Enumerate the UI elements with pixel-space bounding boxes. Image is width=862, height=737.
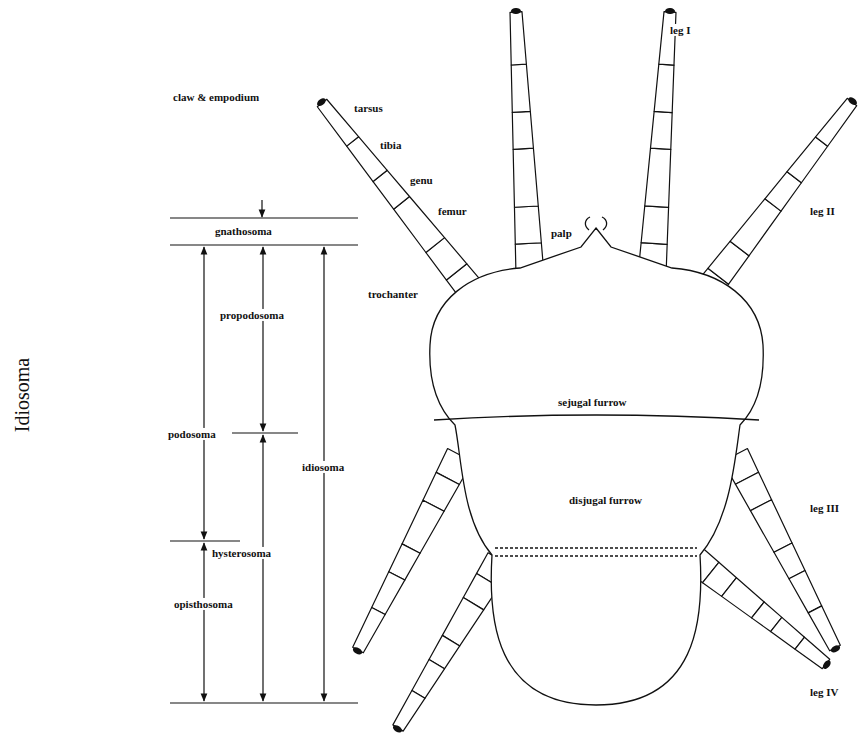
leg-label: leg I: [668, 24, 692, 36]
palp-right: [602, 217, 607, 230]
leg-label: leg IV: [808, 686, 840, 698]
leg-segment: [372, 572, 405, 615]
leg-segment: [393, 690, 425, 731]
leg-segment: [513, 148, 538, 207]
leg-segment: [645, 148, 671, 207]
segment-label: tarsus: [352, 102, 385, 114]
sejugal-furrow-line: [434, 415, 759, 420]
leg-segment: [750, 500, 792, 553]
segment-label: genu: [408, 174, 435, 186]
leg-segment: [730, 199, 781, 256]
claw: [847, 96, 859, 107]
leg-segment: [512, 111, 533, 149]
leg-segment: [402, 500, 444, 553]
region-label: hysterosoma: [210, 547, 273, 559]
body-outline: [430, 228, 763, 705]
region-label: propodosoma: [218, 309, 286, 321]
leg-segment: [789, 571, 822, 613]
part-label: claw & empodium: [171, 91, 261, 103]
leg-segment: [641, 206, 668, 245]
claw: [392, 724, 404, 734]
leg-segment: [651, 111, 673, 149]
leg-segment: [787, 137, 828, 183]
leg-segment: [654, 64, 674, 112]
dimension-lines: [170, 200, 358, 703]
leg-segment: [816, 98, 857, 146]
claw: [830, 644, 842, 654]
section-title: Idiosoma: [11, 356, 33, 434]
mite-body: [430, 217, 763, 705]
claw: [352, 646, 364, 656]
leg-segment: [511, 64, 530, 112]
region-label: gnathosoma: [213, 225, 274, 237]
segment-label: femur: [436, 205, 469, 217]
leg-segment: [353, 607, 385, 652]
region-label: podosoma: [166, 428, 218, 440]
leg-segment: [659, 12, 676, 66]
furrow-label: disjugal furrow: [567, 494, 644, 506]
disjugal-furrow-line: [495, 548, 697, 556]
leg-segment: [510, 12, 526, 65]
leg-label: leg III: [808, 502, 841, 514]
legs: [316, 8, 859, 734]
furrow-label: sejugal furrow: [556, 396, 629, 408]
claw: [821, 659, 832, 671]
segment-label: tibia: [378, 139, 403, 151]
segment-label: trochanter: [366, 288, 420, 300]
leg-label: leg II: [808, 205, 837, 217]
region-label: opisthosoma: [172, 598, 235, 610]
leg-segment: [412, 659, 445, 698]
claw: [511, 8, 521, 15]
palp-left: [585, 217, 590, 230]
region-label: idiosoma: [300, 461, 346, 473]
leg-segment: [514, 206, 541, 244]
claw: [316, 97, 328, 108]
part-label: palp: [549, 227, 574, 239]
claw: [665, 8, 675, 15]
